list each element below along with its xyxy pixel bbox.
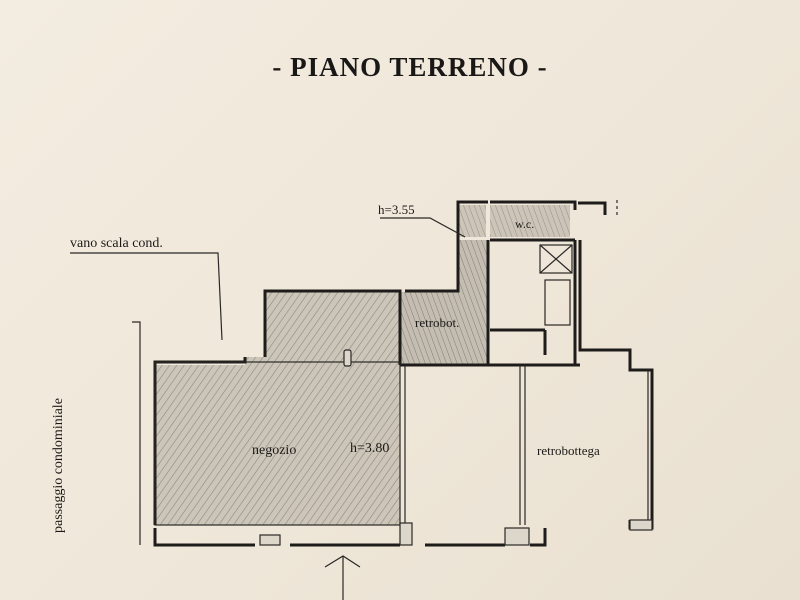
wc-label: w.c. bbox=[515, 217, 535, 231]
stair-label: vano scala cond. bbox=[70, 236, 163, 251]
height-label-small: h=3.55 bbox=[378, 202, 415, 217]
shop-label: negozio bbox=[252, 443, 297, 458]
shop-hatched-area bbox=[155, 292, 400, 525]
back-room-small-hatched bbox=[400, 240, 488, 365]
height-label-shop: h=3.80 bbox=[350, 441, 390, 456]
plan-title: - PIANO TERRENO - bbox=[272, 52, 548, 82]
wc-hatched bbox=[490, 205, 570, 237]
back-room-small-label: retrobot. bbox=[415, 315, 460, 330]
passage-label: passaggio condominiale bbox=[51, 398, 66, 533]
thin-lines bbox=[70, 200, 653, 600]
shaft-hatched bbox=[458, 205, 486, 237]
back-room-large-label: retrobottega bbox=[537, 443, 600, 458]
